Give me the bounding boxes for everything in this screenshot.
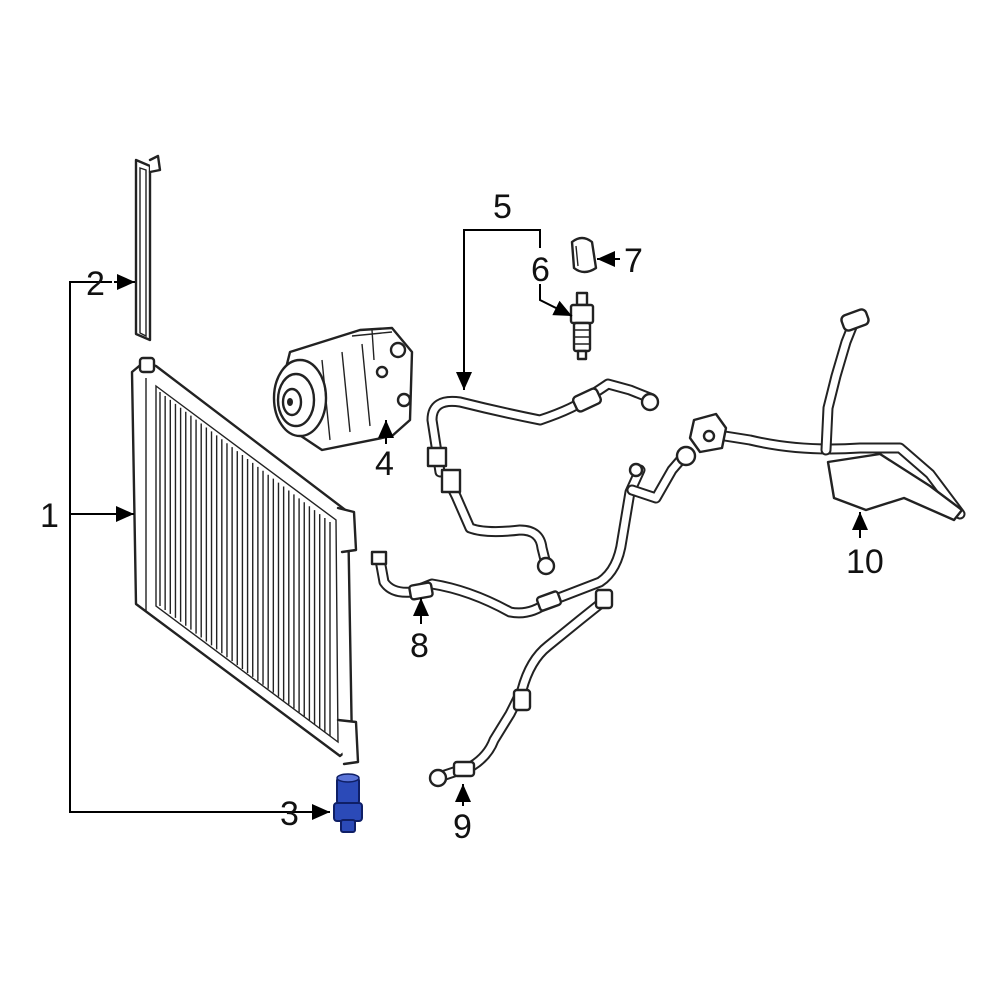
callout-4: 4 <box>375 445 394 483</box>
callout-7: 7 <box>624 242 643 280</box>
valve-part-6[interactable] <box>569 291 595 361</box>
hose-part-5[interactable] <box>426 378 660 576</box>
callout-lines <box>69 229 868 820</box>
callout-labels: 1 2 3 4 5 6 7 8 9 10 <box>40 188 884 846</box>
callout-1: 1 <box>40 497 59 535</box>
hose-assembly-part-10[interactable] <box>688 308 966 522</box>
compressor-part-4[interactable] <box>272 326 414 452</box>
callout-5: 5 <box>493 188 512 226</box>
pressure-switch-part-3[interactable] <box>333 773 363 833</box>
hose-part-9[interactable] <box>428 588 614 788</box>
callout-8: 8 <box>410 627 429 665</box>
callout-3: 3 <box>280 795 299 833</box>
callout-10: 10 <box>846 543 884 581</box>
condenser-part-1[interactable] <box>130 356 360 766</box>
seal-strip-part-2[interactable] <box>134 154 162 342</box>
callout-9: 9 <box>453 808 472 846</box>
hose-part-8[interactable] <box>370 445 697 619</box>
callout-6: 6 <box>531 251 550 289</box>
cap-part-7[interactable] <box>570 236 598 274</box>
callout-2: 2 <box>86 265 105 303</box>
